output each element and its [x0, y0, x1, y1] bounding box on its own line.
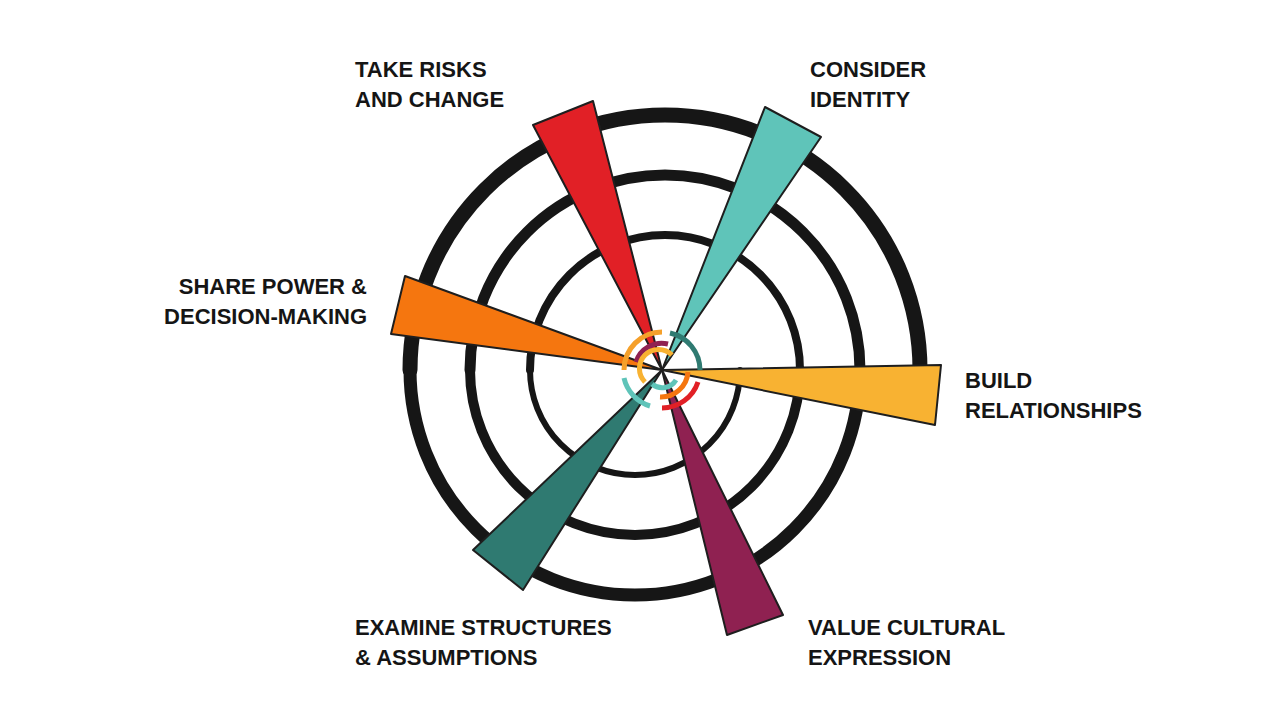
spoke-wedge	[662, 365, 941, 425]
spiral-segment	[410, 370, 860, 595]
spoke-label: CONSIDER IDENTITY	[810, 55, 935, 115]
center-ring	[624, 378, 650, 406]
spoke-wedge	[473, 370, 662, 590]
spiral-segment	[530, 370, 740, 475]
spoke-wedge	[662, 370, 783, 635]
spoke-label: EXAMINE STRUCTURES & ASSUMPTIONS	[355, 613, 620, 673]
spoke-label: VALUE CULTURAL EXPRESSION	[808, 613, 1014, 673]
spoke-label: TAKE RISKS AND CHANGE	[355, 55, 513, 115]
center-ring	[652, 380, 676, 388]
spoke-label: BUILD RELATIONSHIPS	[965, 366, 1150, 426]
spoke-wedge	[391, 276, 662, 370]
center-ring	[670, 333, 700, 370]
spoke-wedge	[662, 107, 821, 370]
spoke-label: SHARE POWER & DECISION-MAKING	[156, 272, 367, 332]
center-ring	[639, 349, 672, 382]
